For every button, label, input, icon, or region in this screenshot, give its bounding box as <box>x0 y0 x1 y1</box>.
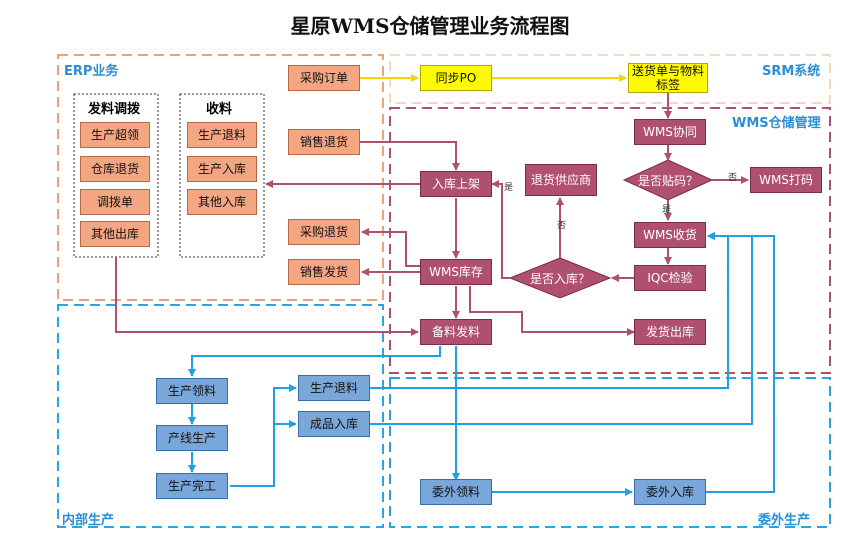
erp-issue-item[interactable]: 生产超领 <box>80 122 150 148</box>
flow-sales-return-to-putaway <box>360 141 460 171</box>
stock-in-no-label: 否 <box>557 221 567 231</box>
flow-inventory-to-shipping <box>469 286 635 336</box>
is-stock-in-diamond[interactable] <box>508 257 612 299</box>
erp-receive-item[interactable]: 生产入库 <box>187 156 257 182</box>
put-away-box[interactable]: 入库上架 <box>420 171 492 197</box>
receive-group-title: 收料 <box>206 102 233 117</box>
wms-region-label: WMS仓储管理 <box>732 116 821 131</box>
issue-group-title: 发料调拨 <box>88 102 141 117</box>
srm-region-label: SRM系统 <box>762 64 821 79</box>
picking-box[interactable]: 备料发料 <box>420 319 492 345</box>
erp-receive-item[interactable]: 其他入库 <box>187 189 257 215</box>
flow-picking-to-requisition <box>188 346 441 377</box>
outsource-stock-in-box[interactable]: 委外入库 <box>634 479 706 505</box>
purchase-return-box[interactable]: 采购退货 <box>288 219 360 245</box>
erp-issue-item[interactable]: 调拨单 <box>80 189 150 215</box>
internal-region-label: 内部生产 <box>62 513 115 528</box>
delivery-note-box[interactable]: 送货单与物料标签 <box>628 63 708 93</box>
labeled-yes-label: 是 <box>662 205 672 215</box>
erp-region-frame <box>57 54 384 301</box>
flow-outsource-stock-in-to-receive <box>706 232 775 493</box>
flow-completion-to-material-return <box>230 384 297 487</box>
production-requisition-box[interactable]: 生产领料 <box>156 378 228 404</box>
wms-print-code-box[interactable]: WMS打码 <box>750 167 822 193</box>
internal-region-frame <box>57 304 384 528</box>
wms-collaborate-box[interactable]: WMS协同 <box>634 119 706 145</box>
flow-inventory-to-purchase-return <box>361 228 420 267</box>
outsource-requisition-box[interactable]: 委外领料 <box>420 479 492 505</box>
finished-goods-in-box[interactable]: 成品入库 <box>298 411 370 437</box>
material-return-box[interactable]: 生产退料 <box>298 375 370 401</box>
return-supplier-box[interactable]: 退货供应商 <box>525 164 597 196</box>
sales-delivery-box[interactable]: 销售发货 <box>288 259 360 285</box>
flow-decision-yes-to-putaway <box>491 180 510 279</box>
receive-group-frame <box>179 93 265 258</box>
shipping-box[interactable]: 发货出库 <box>634 319 706 345</box>
page-title: 星原WMS仓储管理业务流程图 <box>290 14 570 38</box>
sales-return-box[interactable]: 销售退货 <box>288 129 360 155</box>
purchase-order-box[interactable]: 采购订单 <box>288 65 360 91</box>
erp-region-label: ERP业务 <box>64 64 119 79</box>
wms-receive-box[interactable]: WMS收货 <box>634 222 706 248</box>
line-production-box[interactable]: 产线生产 <box>156 425 228 451</box>
erp-issue-item[interactable]: 其他出库 <box>80 221 150 247</box>
sync-po-box[interactable]: 同步PO <box>420 65 492 91</box>
is-labeled-diamond[interactable] <box>622 159 714 201</box>
production-completion-box[interactable]: 生产完工 <box>156 473 228 499</box>
outsource-region-frame <box>389 377 831 528</box>
labeled-no-label: 否 <box>728 173 738 183</box>
erp-issue-item[interactable]: 仓库退货 <box>80 156 150 182</box>
erp-receive-item[interactable]: 生产退料 <box>187 122 257 148</box>
wms-inventory-box[interactable]: WMS库存 <box>420 259 492 285</box>
outsource-region-label: 委外生产 <box>758 513 811 528</box>
iqc-box[interactable]: IQC检验 <box>634 265 706 291</box>
flow-erp-issue-to-picking <box>115 257 419 336</box>
stock-in-yes-label: 是 <box>504 183 514 193</box>
